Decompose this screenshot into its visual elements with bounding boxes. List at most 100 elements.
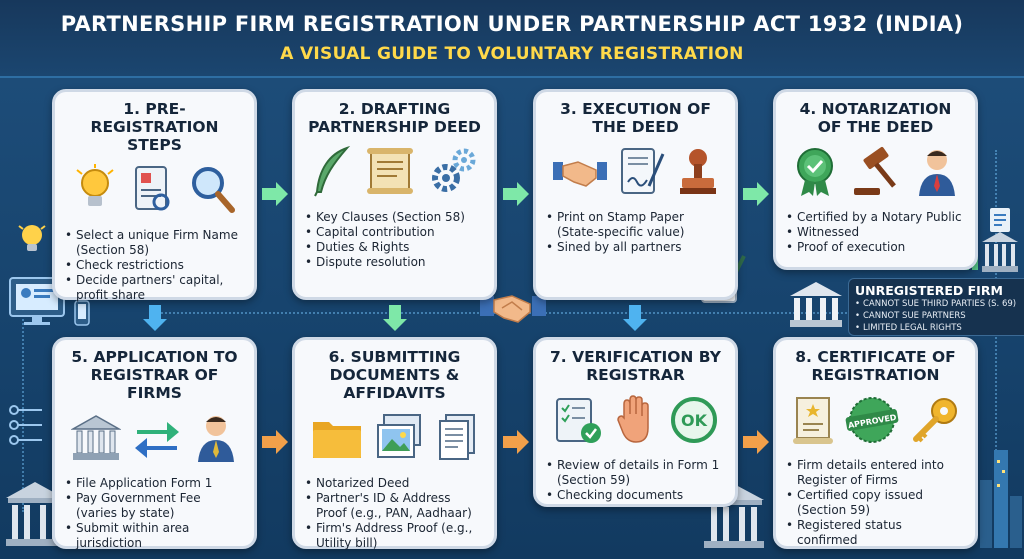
arrow-right-6-7 [503,430,529,454]
step-card-8: 8. CERTIFICATE OF REGISTRATION APPROVED … [773,337,978,549]
step-icons [65,160,244,220]
handshake-icon [552,161,607,187]
step-bullets: Print on Stamp Paper (State-specific val… [546,210,725,255]
arrow-down-center [383,305,407,331]
papers-icon [439,414,476,460]
courthouse-deco-icon-right [982,232,1018,272]
header: PARTNERSHIP FIRM REGISTRATION UNDER PART… [0,0,1024,78]
bullet-item: Capital contribution [305,225,484,240]
bullet-item: Partner's ID & Address Proof (e.g., PAN,… [305,491,484,521]
step-card-6: 6. SUBMITTING DOCUMENTS & AFFIDAVITS Not… [292,337,497,551]
step-icons [546,142,725,202]
lightbulb-deco-icon [18,225,46,251]
bullet-item: Notarized Deed [305,476,484,491]
bullet-item: Review of details in Form 1 (Section 59) [546,458,725,488]
step-title: 2. DRAFTING PARTNERSHIP DEED [308,100,481,136]
gavel-icon [853,146,896,195]
gears-icon [431,148,476,192]
document-deco-icon [990,208,1010,232]
step-icons [65,408,244,468]
hand-stop-icon [617,395,650,443]
bullet-item: Check restrictions [65,258,244,273]
notary-person-icon [918,150,955,196]
magnifier-icon [191,167,235,213]
photos-icon [377,414,422,458]
step-bullets: Select a unique Firm Name (Section 58) C… [65,228,244,303]
exchange-arrows-icon [135,422,180,458]
bullet-item: Checking documents [546,488,725,503]
city-skyline-deco-icon [980,450,1022,548]
page-title: PARTNERSHIP FIRM REGISTRATION UNDER PART… [60,12,964,36]
step-title: 5. APPLICATION TO REGISTRAR OF FIRMS [71,348,238,402]
seal-check-icon [796,148,833,196]
unregistered-list: CANNOT SUE THIRD PARTIES (S. 69) CANNOT … [855,298,1018,334]
step-card-4: 4. NOTARIZATION OF THE DEED Certified by… [773,89,978,270]
phone-deco-icon [74,300,90,326]
flow-line-left [22,312,24,512]
government-building-icon [71,415,122,460]
unregistered-item: LIMITED LEGAL RIGHTS [855,322,1018,334]
bullet-item: Key Clauses (Section 58) [305,210,484,225]
step-bullets: Certified by a Notary Public Witnessed P… [786,210,965,255]
bullet-item: Sined by all partners [546,240,725,255]
step-card-3: 3. EXECUTION OF THE DEED Print on Stamp … [533,89,738,300]
checklist-icon [555,398,601,443]
arrow-down-right [623,305,647,331]
arrow-right-3-4 [743,182,769,206]
unregistered-title: UNREGISTERED FIRM [855,283,1003,298]
approved-stamp-icon: APPROVED [846,397,899,443]
bullet-item: Print on Stamp Paper (State-specific val… [546,210,725,240]
bullet-item: File Application Form 1 [65,476,244,491]
step-title: 8. CERTIFICATE OF REGISTRATION [795,348,956,384]
bullet-item: Certified copy issued (Section 59) [786,488,965,518]
unregistered-item: CANNOT SUE PARTNERS [855,310,1018,322]
bullet-item: Firm's Address Proof (e.g., Utility bill… [305,521,484,551]
quill-icon [314,146,351,197]
step-title: 1. PRE-REGISTRATION STEPS [90,100,219,154]
bullet-item: Decide partners' capital, profit share [65,273,244,303]
unregistered-firm-panel: UNREGISTERED FIRM CANNOT SUE THIRD PARTI… [848,278,1024,336]
bullet-item: Registered status confirmed [786,518,965,548]
arrow-down-left [143,305,167,331]
step-icons [786,142,965,202]
page-subtitle: A VISUAL GUIDE TO VOLUNTARY REGISTRATION [280,44,744,64]
arrow-right-5-6 [262,430,288,454]
bullet-item: Certified by a Notary Public [786,210,965,225]
step-bullets: Notarized Deed Partner's ID & Address Pr… [305,476,484,551]
ok-badge-text: OK [681,411,708,430]
step-card-2: 2. DRAFTING PARTNERSHIP DEED Key Clauses… [292,89,497,300]
bullet-item: Dispute resolution [305,255,484,270]
arrow-right-1-2 [262,182,288,206]
step-bullets: Key Clauses (Section 58) Capital contrib… [305,210,484,270]
signed-document-icon [621,148,665,194]
arrow-right-2-3 [503,182,529,206]
circuit-deco-icon [9,405,42,445]
step-icons: APPROVED [786,390,965,450]
folder-icon [312,422,361,458]
step-title: 6. SUBMITTING DOCUMENTS & AFFIDAVITS [328,348,461,402]
scroll-icon [367,148,414,194]
step-title: 7. VERIFICATION BY REGISTRAR [550,348,721,384]
document-icon [134,166,169,211]
rubber-stamp-icon [680,149,717,194]
bullet-item: Duties & Rights [305,240,484,255]
bullet-item: Pay Government Fee (varies by state) [65,491,244,521]
step-icons: OK [546,390,725,450]
arrow-right-7-8 [743,430,769,454]
step-bullets: Review of details in Form 1 (Section 59)… [546,458,725,503]
unregistered-item: CANNOT SUE THIRD PARTIES (S. 69) [855,298,1018,310]
step-title: 3. EXECUTION OF THE DEED [560,100,711,136]
bullet-item: Select a unique Firm Name (Section 58) [65,228,244,258]
monitor-deco-icon [9,277,65,325]
bullet-item: Submit within area jurisdiction [65,521,244,551]
certificate-icon [792,397,833,444]
bullet-item: Proof of execution [786,240,965,255]
bank-panel-icon [790,282,842,327]
step-card-1: 1. PRE-REGISTRATION STEPS Select a uniqu… [52,89,257,303]
ok-badge-icon: OK [671,397,718,443]
lightbulb-icon [75,164,114,206]
step-icons [305,142,484,202]
step-card-5: 5. APPLICATION TO REGISTRAR OF FIRMS Fil… [52,337,257,551]
step-bullets: Firm details entered into Register of Fi… [786,458,965,548]
handshake-center-icon [480,295,546,323]
